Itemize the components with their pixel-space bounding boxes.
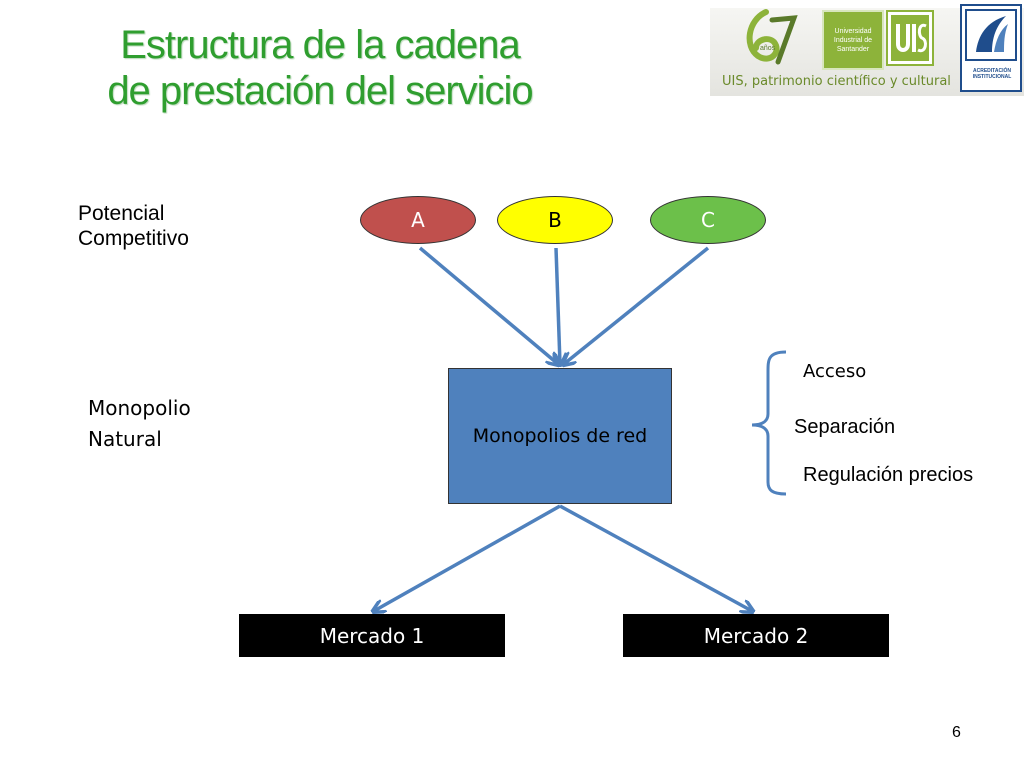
arrow-b-to-network (556, 247, 560, 364)
potencial-competitivo-label: Potencial Competitivo (78, 201, 189, 251)
regulation-item-separacion: Separación (794, 416, 896, 438)
network-monopoly-label: Monopolios de red (472, 425, 648, 447)
accreditation-text: ACREDITACIÓN INSTITUCIONAL (972, 68, 1012, 80)
title-line-1: Estructura de la cadena (120, 23, 520, 67)
monopolio-natural-label: Monopolio Natural (88, 393, 191, 455)
mercado-1-box: Mercado 1 (239, 614, 505, 657)
logo-caption: UIS, patrimonio científico y cultural (722, 74, 951, 89)
mercado-1-label: Mercado 1 (319, 623, 425, 648)
arrow-network-to-mercado-1 (374, 504, 561, 611)
arrow-a-to-network (418, 246, 558, 364)
accreditation-logo: ACREDITACIÓN INSTITUCIONAL (960, 4, 1022, 92)
university-logo: Universidad Industrial de Santander (822, 10, 884, 70)
regulation-brace (751, 350, 787, 496)
potencial-line-1: Potencial (78, 202, 165, 225)
mercado-2-box: Mercado 2 (623, 614, 889, 657)
regulation-item-precios: Regulación precios (803, 464, 974, 486)
mercado-2-label: Mercado 2 (703, 623, 809, 648)
competitor-a-label: A (411, 208, 425, 232)
competitor-b-oval: B (497, 196, 613, 244)
anniversary-67-logo: años (746, 9, 798, 65)
monopolio-line-2: Natural (88, 427, 162, 451)
page-number: 6 (952, 724, 961, 741)
arrow-c-to-network (564, 246, 710, 364)
network-monopoly-box: Monopolios de red (448, 368, 672, 504)
institution-logos: años UIS, patrimonio científico y cultur… (710, 2, 1024, 96)
title-line-2: de prestación del servicio (107, 69, 533, 113)
monopolio-line-1: Monopolio (88, 396, 191, 420)
uis-mark-logo (886, 10, 934, 66)
accreditation-emblem-icon (965, 9, 1017, 61)
competitor-b-label: B (548, 208, 562, 232)
slide-title: Estructura de la cadena de prestación de… (40, 22, 600, 114)
competitor-c-oval: C (650, 196, 766, 244)
arrow-network-to-mercado-2 (559, 504, 752, 611)
competitor-a-oval: A (360, 196, 476, 244)
regulation-item-acceso: Acceso (803, 361, 867, 382)
svg-text:años: años (760, 45, 776, 52)
competitor-c-label: C (701, 208, 715, 232)
potencial-line-2: Competitivo (78, 227, 189, 250)
